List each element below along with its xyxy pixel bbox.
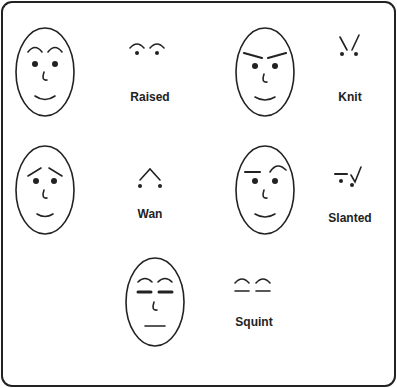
expression-label: Raised <box>130 90 169 104</box>
expression-label: Knit <box>338 90 361 104</box>
expression-label: Slanted <box>328 211 371 225</box>
expression-label: Wan <box>138 207 163 221</box>
expression-label: Squint <box>235 315 272 329</box>
